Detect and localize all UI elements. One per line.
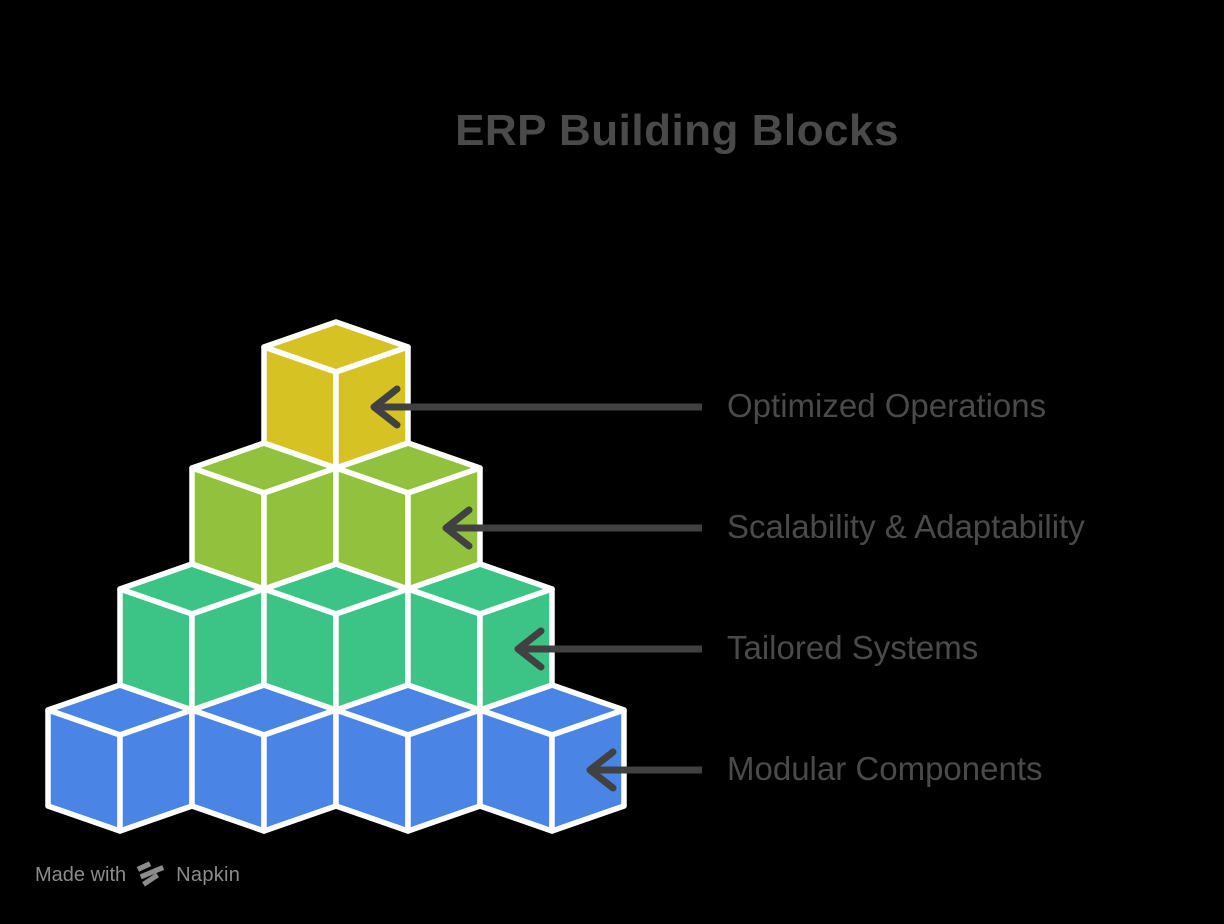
row-label-tailored-systems: Tailored Systems: [727, 629, 979, 667]
watermark-brand-text: Napkin: [176, 863, 241, 886]
napkin-watermark: Made with Napkin: [35, 860, 240, 890]
row-label-optimized-operations: Optimized Operations: [727, 387, 1047, 425]
row-label-modular-components: Modular Components: [727, 750, 1043, 788]
arrow-head: [370, 385, 401, 429]
arrow-head: [514, 627, 545, 671]
row-label-scalability-adaptability: Scalability & Adaptability: [727, 508, 1085, 546]
arrow-head: [442, 506, 473, 550]
diagram-title: ERP Building Blocks: [455, 106, 899, 155]
watermark-made-with-text: Made with: [35, 863, 127, 886]
arrow-head: [586, 748, 617, 792]
napkin-flag-icon: [136, 861, 165, 887]
